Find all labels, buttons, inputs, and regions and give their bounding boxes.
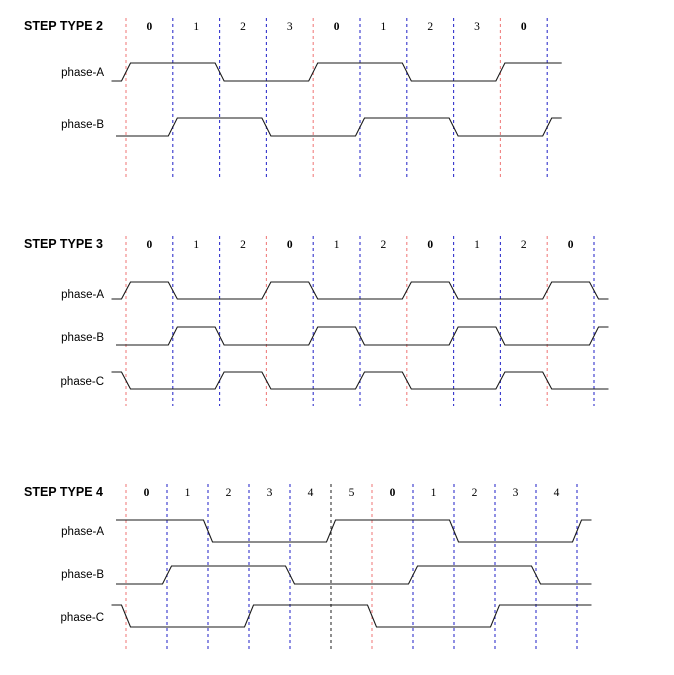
step-label-step-type-4-3: 3 [267,487,273,499]
step-label-step-type-3-3: 0 [287,239,293,251]
step-label-step-type-4-2: 2 [226,487,232,499]
step-label-step-type-2-3: 3 [287,21,293,33]
step-label-step-type-2-8: 0 [521,21,527,33]
waveform-step-type-4-phase-B [116,565,592,585]
step-label-step-type-4-9: 3 [513,487,519,499]
timing-block-step-type-2: STEP TYPE 2 0 1 2 3 0 1 2 3 0 phase-A phase-B [24,18,562,178]
waveform-step-type-2-phase-B [116,117,562,137]
signal-label-phase-C: phase-C [61,376,104,388]
signal-label-phase-A: phase-A [61,526,104,538]
step-label-step-type-4-10: 4 [554,487,560,499]
step-label-step-type-3-6: 0 [427,239,433,251]
step-label-step-type-2-7: 3 [474,21,480,33]
step-label-step-type-4-8: 2 [472,487,478,499]
step-label-step-type-2-2: 2 [240,21,246,33]
step-label-step-type-2-1: 1 [193,21,199,33]
waveform-step-type-3-phase-C [111,371,609,390]
signal-label-phase-B: phase-B [61,569,104,581]
waveform-step-type-3-phase-B [116,326,609,346]
step-label-step-type-3-5: 2 [381,239,387,251]
step-label-step-type-2-5: 1 [381,21,387,33]
step-label-step-type-3-9: 0 [568,239,574,251]
step-label-step-type-4-0: 0 [144,487,150,499]
step-label-step-type-4-1: 1 [185,487,191,499]
step-label-step-type-4-4: 4 [308,487,314,499]
timing-block-step-type-4: STEP TYPE 4 0 1 2 3 4 5 0 1 2 3 4 phase-A phase-B phas… [24,484,592,652]
step-label-step-type-3-1: 1 [193,239,199,251]
step-label-step-type-4-5: 5 [349,487,355,499]
signal-label-phase-A: phase-A [61,67,104,79]
signal-label-phase-A: phase-A [61,289,104,301]
waveform-step-type-3-phase-A [111,281,609,300]
block-title-step-type-4: STEP TYPE 4 [24,485,103,499]
signal-label-phase-B: phase-B [61,119,104,131]
step-label-step-type-3-2: 2 [240,239,246,251]
step-label-step-type-3-0: 0 [147,239,153,251]
waveform-step-type-2-phase-A [111,62,562,82]
step-label-step-type-4-6: 0 [390,487,396,499]
signal-label-phase-B: phase-B [61,332,104,344]
step-label-step-type-3-4: 1 [334,239,340,251]
block-title-step-type-2: STEP TYPE 2 [24,19,103,33]
step-label-step-type-2-0: 0 [147,21,153,33]
waveform-step-type-4-phase-A [116,519,592,543]
step-label-step-type-2-4: 0 [334,21,340,33]
step-label-step-type-3-8: 2 [521,239,527,251]
timing-block-step-type-3: STEP TYPE 3 0 1 2 0 1 2 0 1 2 0 phase-A phase-B phase… [24,236,609,406]
waveform-step-type-4-phase-C [111,604,592,628]
signal-label-phase-C: phase-C [61,612,104,624]
block-title-step-type-3: STEP TYPE 3 [24,237,103,251]
step-label-step-type-2-6: 2 [427,21,433,33]
step-label-step-type-3-7: 1 [474,239,480,251]
step-label-step-type-4-7: 1 [431,487,437,499]
